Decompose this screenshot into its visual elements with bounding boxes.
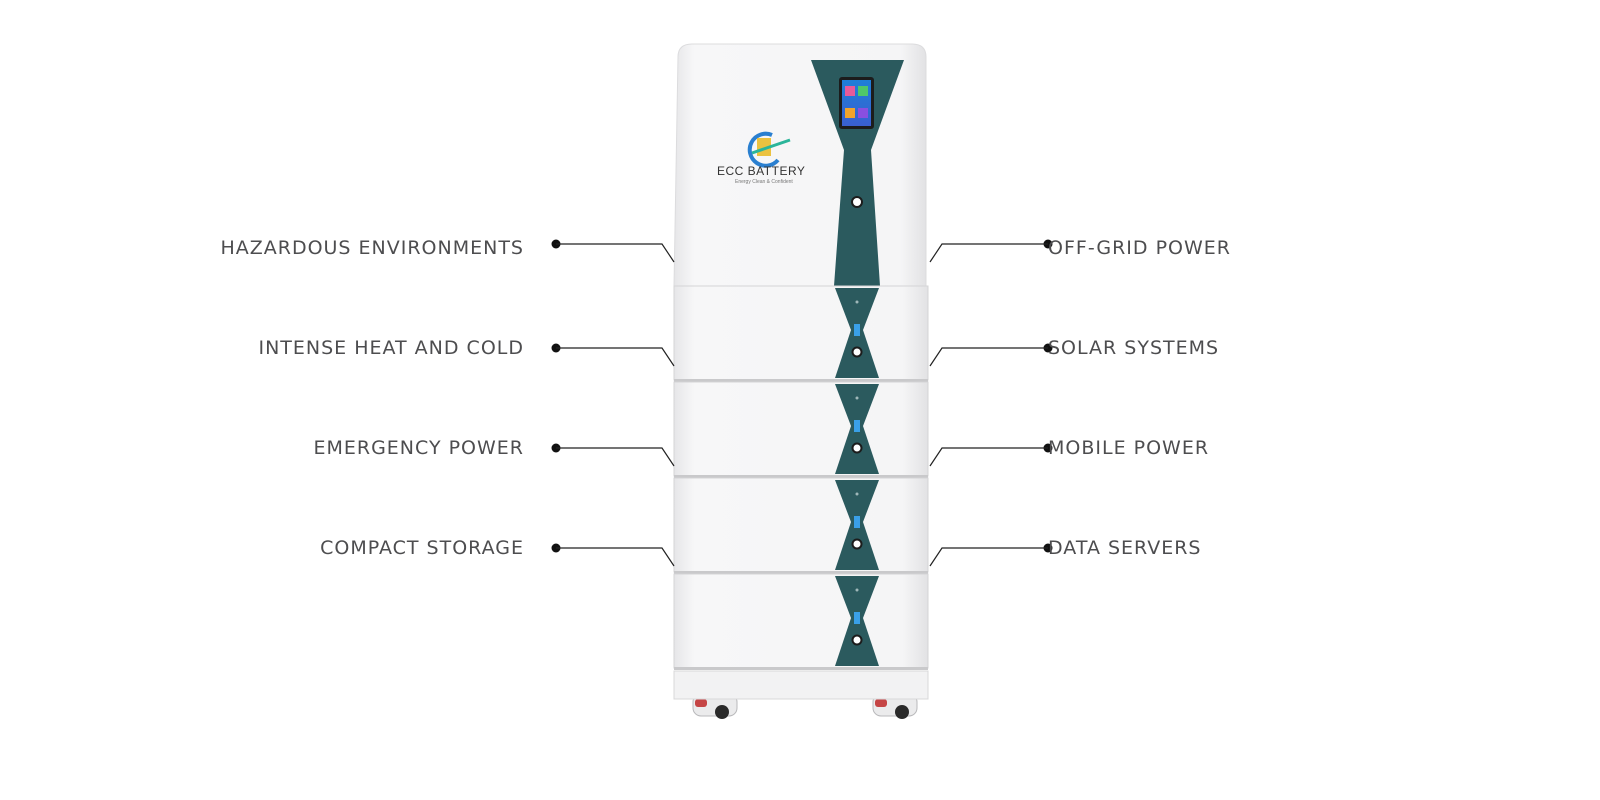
feature-label-compact-storage: COMPACT STORAGE — [320, 537, 524, 559]
battery-module — [673, 477, 929, 574]
callout-left — [551, 239, 675, 263]
brand-tagline: Energy Clean & Confident — [735, 179, 793, 185]
callout-right — [929, 443, 1053, 467]
callout-right — [929, 343, 1053, 367]
brand-name: ECC BATTERY — [717, 164, 806, 178]
battery-module — [673, 285, 929, 382]
callout-right — [929, 239, 1053, 263]
feature-label-intense-heat-and-cold: INTENSE HEAT AND COLD — [258, 337, 524, 359]
callout-left — [551, 543, 675, 567]
callout-left — [551, 343, 675, 367]
callout-left — [551, 443, 675, 467]
feature-label-data-servers: DATA SERVERS — [1048, 537, 1202, 559]
feature-label-solar-systems: SOLAR SYSTEMS — [1048, 337, 1220, 359]
feature-label-emergency-power: EMERGENCY POWER — [313, 437, 524, 459]
callout-lines — [551, 239, 1053, 567]
brand-logo — [747, 131, 791, 168]
battery-modules — [673, 285, 929, 670]
feature-label-hazardous-environments: HAZARDOUS ENVIRONMENTS — [220, 237, 524, 259]
battery-module — [673, 573, 929, 670]
controller-module — [673, 43, 927, 287]
callout-right — [929, 543, 1053, 567]
feature-label-mobile-power: MOBILE POWER — [1048, 437, 1210, 459]
feature-label-off-grid-power: OFF-GRID POWER — [1048, 237, 1231, 259]
cabinet-base — [673, 670, 929, 700]
battery-module — [673, 381, 929, 478]
